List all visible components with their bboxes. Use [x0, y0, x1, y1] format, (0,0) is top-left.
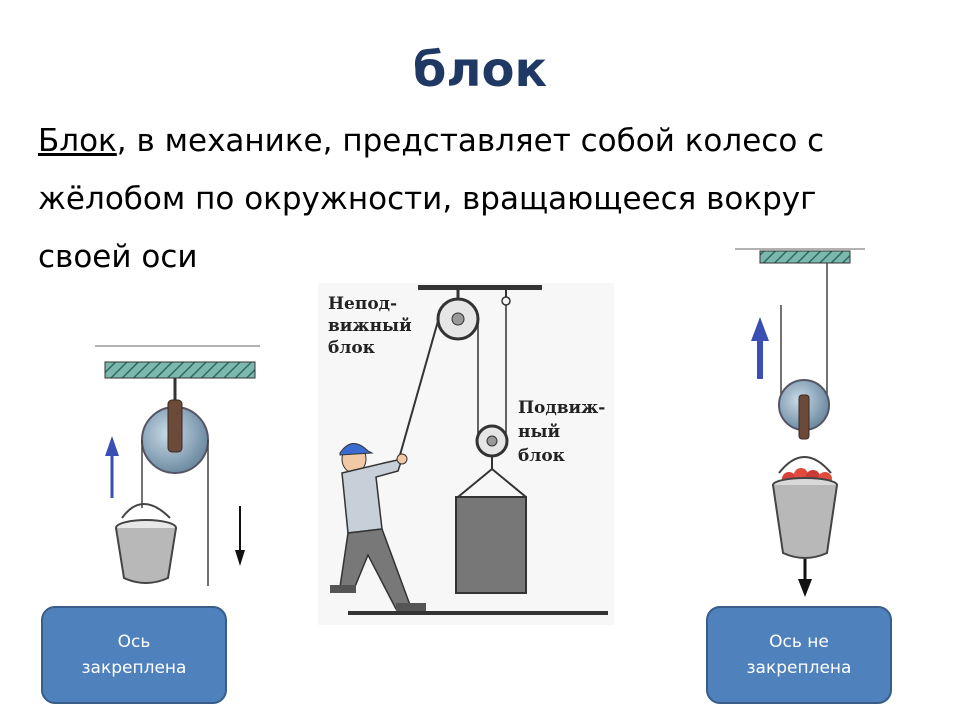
slide-title: блок: [412, 42, 548, 98]
ceiling-mount: [759, 250, 851, 264]
bucket-with-apples: [772, 456, 838, 559]
bucket: [115, 503, 177, 584]
movable-axis-caption-line1: Ось не: [769, 632, 829, 652]
definition-term: Блок: [38, 123, 117, 159]
svg-text:ный: ный: [518, 422, 560, 442]
ceiling-mount: [95, 345, 260, 379]
movable-axis-caption-line2: закреплена: [746, 658, 852, 678]
movable-axis-caption: Ось не закреплена: [706, 606, 892, 704]
up-arrow-icon: [751, 317, 769, 379]
down-arrow-icon: [798, 559, 812, 597]
load-box: [455, 496, 527, 594]
definition-text: Блок, в механике, представляет собой кол…: [38, 112, 918, 286]
fixed-axis-caption-line2: закреплена: [81, 658, 187, 678]
down-arrow-icon: [235, 506, 245, 566]
movable-pulley: [457, 424, 527, 498]
fixed-pulley-illustration: [95, 345, 260, 586]
fixed-axis-caption-line1: Ось: [117, 632, 151, 652]
fixed-pulley-label: Непод- вижный блок: [328, 294, 412, 358]
pulley-system-illustration: Непод- вижный блок Подвиж- ный блок: [318, 283, 614, 625]
movable-pulley-label: Подвиж- ный блок: [518, 398, 605, 466]
fixed-axis-caption: Ось закреплена: [41, 606, 227, 704]
up-arrow-icon: [105, 436, 119, 498]
fixed-pulley: [436, 290, 480, 341]
svg-text:блок: блок: [518, 446, 566, 466]
definition-body: , в механике, представляет собой колесо …: [38, 123, 825, 275]
svg-text:блок: блок: [328, 338, 376, 358]
svg-text:Подвиж-: Подвиж-: [518, 398, 605, 418]
movable-pulley-illustration: [735, 248, 865, 597]
svg-text:вижный: вижный: [328, 316, 412, 336]
worker-figure: [330, 443, 426, 611]
svg-text:Непод-: Непод-: [328, 294, 397, 314]
